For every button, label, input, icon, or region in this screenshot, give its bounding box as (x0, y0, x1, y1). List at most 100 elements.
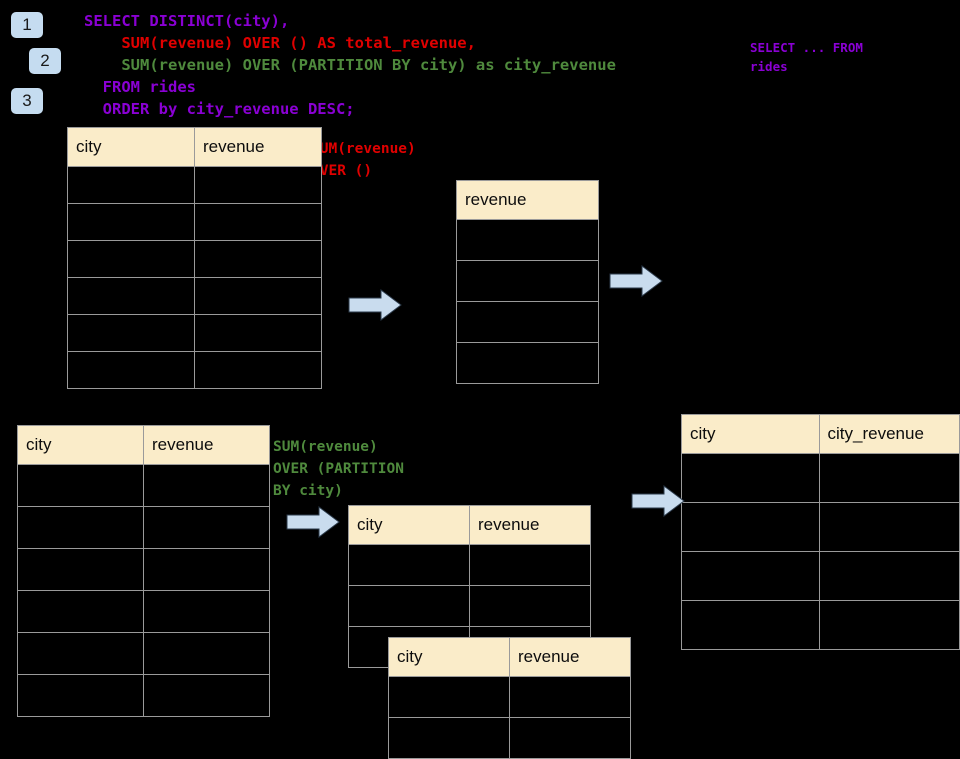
table-row (388, 676, 631, 718)
step-badge-1[interactable]: 1 (11, 12, 43, 38)
table-result: city city_revenue (681, 414, 960, 650)
cell-city-revenue (818, 453, 960, 503)
table-row (681, 502, 960, 552)
table-header-row: city revenue (17, 425, 270, 465)
table-header-row: city city_revenue (681, 414, 960, 454)
column-header-city: city (67, 127, 195, 167)
arrow-right-icon (609, 265, 663, 297)
table-header-row: city revenue (67, 127, 322, 167)
cell-revenue (143, 464, 270, 507)
cell-revenue (143, 674, 270, 717)
cell-revenue (194, 203, 322, 241)
table-header-row: revenue (456, 180, 599, 220)
table-row (456, 260, 599, 302)
cell-city (681, 502, 820, 552)
table-row (348, 544, 591, 586)
column-header-revenue: revenue (143, 425, 270, 465)
cell-city (681, 600, 820, 650)
cell-city (348, 544, 470, 586)
sql-line-select: SELECT DISTINCT(city), (84, 12, 290, 30)
cell-revenue (194, 351, 322, 389)
cell-city (348, 585, 470, 627)
cell-revenue (469, 544, 591, 586)
sql-line-city-revenue: SUM(revenue) OVER (PARTITION BY city) as… (84, 56, 616, 74)
cell-city (681, 453, 820, 503)
sql-line-total-revenue: SUM(revenue) OVER () AS total_revenue, (84, 34, 476, 52)
arrow-right-icon (348, 289, 402, 321)
arrow-right-icon (286, 506, 340, 538)
table-row (17, 590, 270, 633)
column-header-revenue: revenue (194, 127, 322, 167)
table-row (67, 240, 322, 278)
column-header-revenue: revenue (456, 180, 599, 220)
sql-side-note: SELECT ... FROM rides (750, 40, 863, 74)
cell-city (681, 551, 820, 601)
cell-revenue (456, 342, 599, 384)
table-row (67, 166, 322, 204)
sql-query-block: SELECT DISTINCT(city), SUM(revenue) OVER… (84, 10, 616, 120)
table-row (17, 674, 270, 717)
table-total-revenue: revenue (456, 180, 599, 384)
cell-city-revenue (818, 502, 960, 552)
table-row (456, 301, 599, 343)
annotation-sum-over-partition: SUM(revenue) OVER (PARTITION BY city) (273, 439, 404, 499)
cell-city (67, 240, 195, 278)
column-header-city: city (17, 425, 144, 465)
cell-revenue (456, 301, 599, 343)
column-header-city-revenue: city_revenue (818, 414, 960, 454)
table-row (17, 632, 270, 675)
cell-city (67, 166, 195, 204)
table-row (681, 600, 960, 650)
cell-city (67, 203, 195, 241)
table-row (388, 717, 631, 759)
table-row (17, 548, 270, 591)
table-header-row: city revenue (388, 637, 631, 677)
cell-revenue (456, 260, 599, 302)
cell-city (17, 464, 144, 507)
table-row (17, 464, 270, 507)
cell-city (17, 548, 144, 591)
table-row (67, 277, 322, 315)
column-header-revenue: revenue (509, 637, 631, 677)
column-header-city: city (388, 637, 510, 677)
cell-city (67, 277, 195, 315)
cell-city (17, 674, 144, 717)
cell-revenue (469, 585, 591, 627)
step-badge-2[interactable]: 2 (29, 48, 61, 74)
sql-line-order-by: ORDER by city_revenue DESC; (84, 100, 355, 118)
cell-city (17, 590, 144, 633)
arrow-right-icon (631, 485, 685, 517)
table-row (681, 453, 960, 503)
annotation-sum-over-all: SUM(revenue) OVER () (311, 141, 416, 179)
table-row (456, 342, 599, 384)
table-partition-b: city revenue (388, 637, 631, 759)
cell-city (67, 314, 195, 352)
cell-revenue (194, 166, 322, 204)
table-rides-bottom: city revenue (17, 425, 270, 717)
table-header-row: city revenue (348, 505, 591, 545)
cell-revenue (143, 632, 270, 675)
cell-revenue (194, 314, 322, 352)
step-badge-3[interactable]: 3 (11, 88, 43, 114)
cell-city (17, 506, 144, 549)
table-row (681, 551, 960, 601)
cell-city (17, 632, 144, 675)
cell-city (388, 717, 510, 759)
cell-revenue (143, 548, 270, 591)
table-rides-top: city revenue (67, 127, 322, 389)
table-row (67, 351, 322, 389)
cell-revenue (194, 240, 322, 278)
cell-revenue (143, 590, 270, 633)
cell-city-revenue (818, 551, 960, 601)
cell-revenue (194, 277, 322, 315)
table-row (348, 585, 591, 627)
column-header-city: city (681, 414, 820, 454)
cell-city-revenue (818, 600, 960, 650)
table-row (67, 314, 322, 352)
column-header-revenue: revenue (469, 505, 591, 545)
cell-city (67, 351, 195, 389)
cell-city (388, 676, 510, 718)
column-header-city: city (348, 505, 470, 545)
cell-revenue (509, 676, 631, 718)
cell-revenue (509, 717, 631, 759)
